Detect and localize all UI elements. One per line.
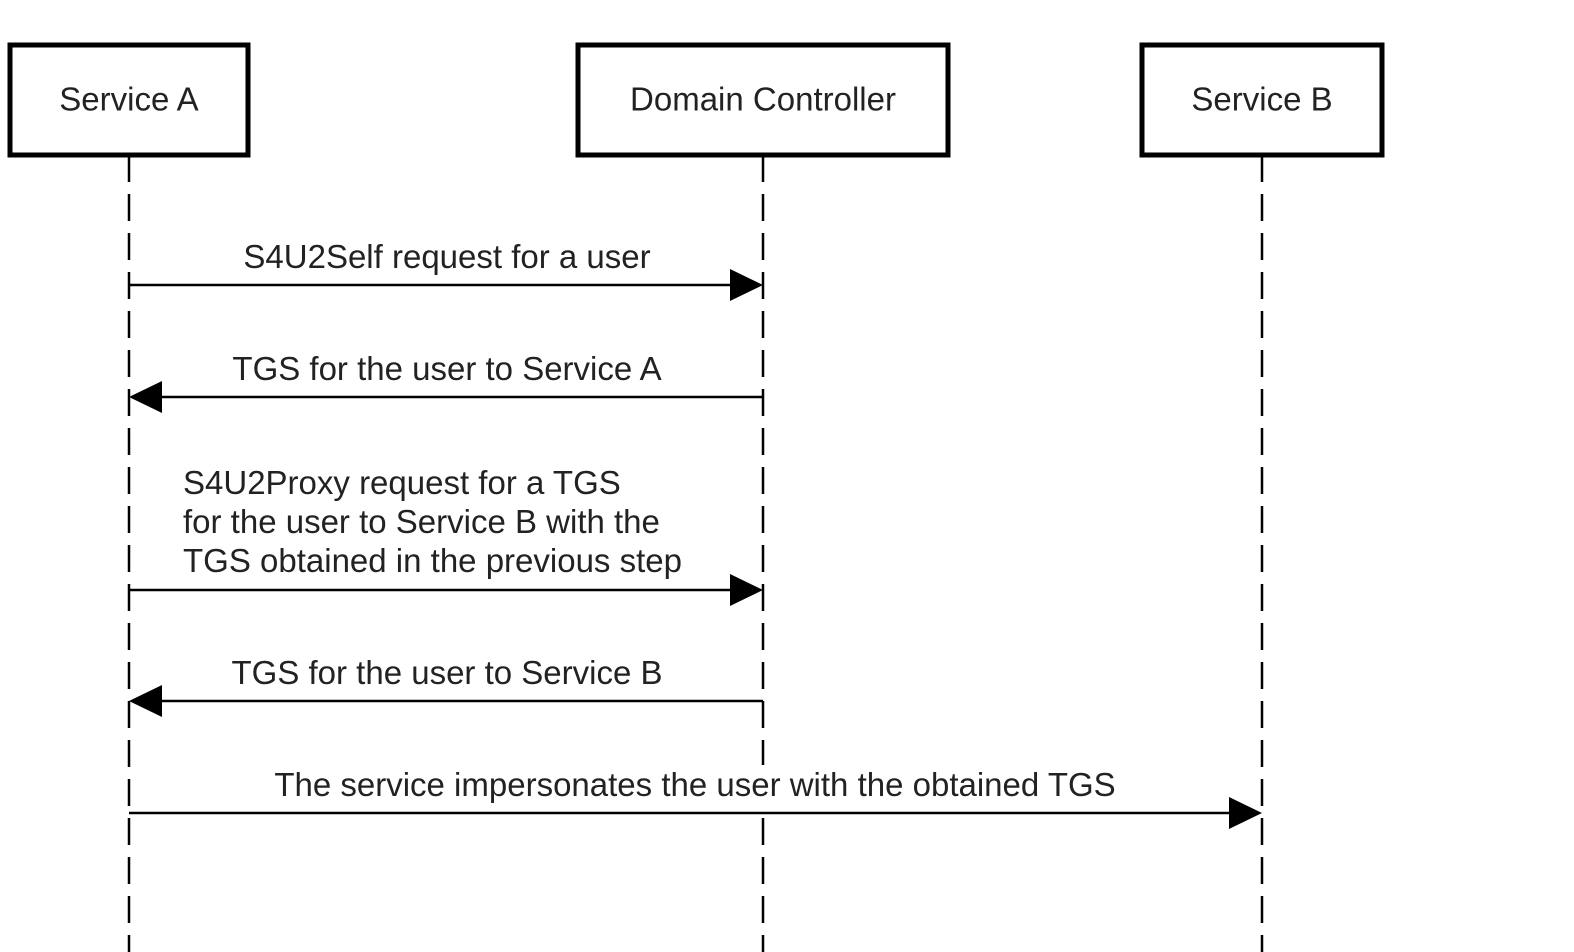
arrowhead-left (129, 381, 162, 413)
message-tgs-service-b: TGS for the user to Service B (129, 654, 763, 717)
arrowhead-right (1229, 797, 1262, 829)
participant-domain-controller: Domain Controller (575, 42, 951, 158)
participant-box (7, 42, 251, 158)
arrowhead-right (730, 269, 763, 301)
message-label-background (180, 461, 718, 581)
participant-label: Service B (1191, 81, 1332, 118)
participant-service-b: Service B (1139, 42, 1385, 158)
message-label-line-1: S4U2Proxy request for a TGS (183, 464, 621, 501)
message-label: The service impersonates the user with t… (274, 766, 1115, 803)
participant-service-a: Service A (7, 42, 251, 158)
message-s4u2self-request: S4U2Self request for a user (129, 238, 763, 301)
message-label: TGS for the user to Service A (232, 350, 661, 387)
participant-label: Domain Controller (630, 81, 896, 118)
participant-box (575, 42, 951, 158)
message-s4u2proxy-request: S4U2Proxy request for a TGS for the user… (129, 461, 763, 606)
message-label-background (245, 765, 1145, 807)
message-label: TGS for the user to Service B (232, 654, 663, 691)
participant-label: Service A (59, 81, 198, 118)
message-label-line-3: TGS obtained in the previous step (183, 542, 682, 579)
message-impersonation: The service impersonates the user with t… (129, 765, 1262, 829)
message-label-line-2: for the user to Service B with the (183, 503, 660, 540)
participant-box (1139, 42, 1385, 158)
arrowhead-right (730, 574, 763, 606)
message-label: S4U2Self request for a user (243, 238, 650, 275)
arrowhead-left (129, 685, 162, 717)
message-tgs-service-a: TGS for the user to Service A (129, 350, 763, 413)
